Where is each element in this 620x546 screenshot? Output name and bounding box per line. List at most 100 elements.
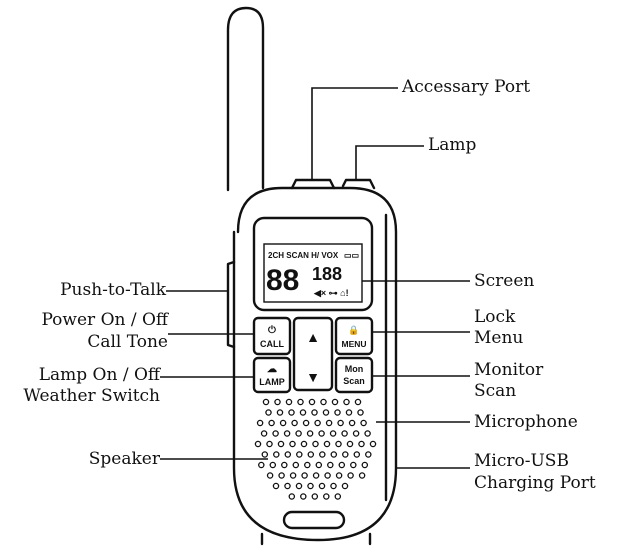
grille-hole (335, 472, 343, 479)
grille-hole (289, 472, 297, 479)
grille-hole (272, 482, 280, 490)
label-scan: Scan (474, 381, 516, 401)
grille-hole (284, 482, 291, 490)
grille-hole (358, 472, 366, 479)
grille-hole (285, 398, 293, 406)
bottom-foot (260, 532, 372, 546)
grille-hole (335, 440, 342, 448)
grille-hole (342, 451, 349, 458)
label-lamp-weather-line1: Lamp On / Off (39, 365, 162, 385)
grille-hole (265, 409, 272, 416)
mon-key-label: Mon (345, 364, 364, 374)
grille-hole (348, 419, 356, 427)
nav-rocker (292, 316, 334, 392)
grille-hole (306, 430, 314, 437)
grille-hole (346, 440, 354, 448)
grille-hole (354, 398, 362, 406)
label-lamp: Lamp (428, 135, 477, 155)
grille-hole (350, 461, 357, 469)
grille-hole (277, 440, 285, 448)
grille-hole (254, 440, 262, 448)
grille-hole (266, 472, 274, 479)
grille-hole (318, 482, 326, 490)
grille-hole (311, 493, 319, 500)
speaker-grille (254, 398, 377, 500)
grille-hole (291, 419, 298, 427)
lamp-button[interactable] (252, 356, 292, 394)
grille-hole (261, 451, 269, 458)
grille-hole (273, 451, 280, 458)
scan-key-label: Scan (343, 376, 365, 386)
push-to-talk-side (226, 260, 236, 349)
grille-hole (262, 398, 270, 406)
grille-hole (334, 409, 341, 416)
power-icon: ⏻ (268, 324, 276, 336)
grille-hole (307, 451, 315, 458)
grille-hole (288, 409, 295, 416)
grille-hole (302, 419, 310, 427)
grille-hole (272, 430, 279, 437)
grille-hole (357, 409, 364, 416)
label-usb-line1: Micro-USB (474, 451, 569, 471)
label-microphone: Microphone (474, 412, 578, 432)
call-button[interactable] (252, 316, 292, 356)
grille-hole (300, 493, 307, 500)
grille-hole (295, 482, 303, 490)
grille-hole (318, 430, 325, 437)
grille-hole (334, 493, 342, 500)
grille-hole (324, 472, 331, 479)
grille-hole (341, 430, 348, 437)
lamp-key-label: LAMP (259, 377, 285, 387)
label-push-to-talk: Push-to-Talk (60, 280, 167, 300)
down-button[interactable]: ▼ (306, 369, 320, 385)
grille-hole (364, 430, 371, 437)
grille-hole (358, 440, 365, 448)
grille-hole (284, 451, 292, 458)
grille-hole (266, 440, 273, 448)
grille-hole (300, 440, 308, 448)
grille-hole (320, 398, 327, 406)
grille-hole (295, 430, 302, 437)
grille-hole (312, 472, 320, 479)
grille-hole (256, 419, 264, 427)
grille-hole (343, 398, 350, 406)
mon-scan-button[interactable] (334, 356, 374, 394)
up-button[interactable]: ▲ (306, 329, 320, 345)
grille-hole (360, 419, 367, 427)
grille-hole (299, 409, 307, 416)
grille-hole (330, 482, 337, 490)
cloud-icon: ☁ (267, 364, 277, 375)
grille-hole (323, 493, 330, 500)
menu-button[interactable] (334, 316, 374, 356)
grille-hole (325, 419, 333, 427)
grille-hole (308, 398, 316, 406)
grille-hole (292, 461, 300, 469)
menu-key-label: MENU (341, 339, 366, 349)
radio-body (232, 186, 398, 542)
grille-hole (260, 430, 268, 437)
lcd-battery: ▭▭ (344, 251, 359, 260)
grille-hole (315, 461, 323, 469)
screen-frame (252, 216, 374, 312)
grille-hole (314, 419, 321, 427)
grille-hole (279, 419, 287, 427)
label-speaker: Speaker (89, 449, 161, 469)
leader-lamp (355, 145, 424, 180)
label-power-line1: Power On / Off (41, 310, 169, 330)
grille-hole (258, 461, 265, 469)
grille-hole (322, 409, 330, 416)
lcd-indicators: 2CH SCAN H/ VOX (268, 251, 339, 260)
label-usb-line2: Charging Port (474, 473, 596, 493)
grille-hole (361, 461, 369, 469)
lcd-display (263, 243, 363, 303)
grille-hole (268, 419, 275, 427)
grille-hole (296, 451, 303, 458)
grille-hole (278, 472, 285, 479)
grille-hole (338, 461, 346, 469)
label-screen: Screen (474, 271, 534, 291)
lock-icon: 🔒 (348, 325, 359, 335)
grille-hole (341, 482, 349, 490)
label-lamp-weather-line2: Weather Switch (23, 386, 160, 406)
grille-hole (369, 440, 377, 448)
grille-hole (288, 493, 296, 500)
